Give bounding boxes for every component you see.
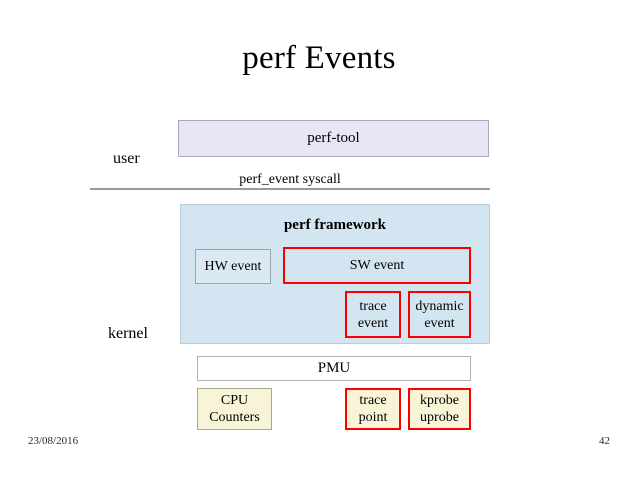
sw-event-box[interactable]: SW event — [283, 247, 471, 284]
page-title: perf Events — [242, 40, 396, 76]
kprobe-uprobe-box[interactable]: kprobe uprobe — [408, 388, 471, 430]
footer-date: 23/08/2016 — [28, 435, 79, 447]
trace-point-label-line1: trace — [359, 393, 387, 408]
user-kernel-divider — [90, 188, 490, 190]
syscall-label: perf_event syscall — [239, 172, 341, 187]
cpu-counters-box[interactable]: CPU Counters — [197, 388, 272, 430]
dynamic-event-label-line1: dynamic — [415, 298, 464, 314]
user-layer-label: user — [113, 150, 140, 167]
trace-event-label-line1: trace — [359, 298, 387, 314]
trace-point-label-line2: point — [358, 410, 388, 425]
pmu-label: PMU — [317, 360, 351, 376]
cpu-counters-label-line1: CPU — [220, 393, 249, 408]
kernel-layer-label: kernel — [108, 325, 148, 342]
trace-event-label-line2: event — [357, 315, 389, 331]
perf-framework-title: perf framework — [283, 217, 387, 233]
kprobe-uprobe-label-line1: kprobe — [420, 393, 459, 408]
hw-event-label: HW event — [204, 259, 262, 274]
kprobe-uprobe-label-line2: uprobe — [420, 410, 459, 425]
cpu-counters-label-line2: Counters — [209, 410, 260, 425]
perf-tool-box[interactable]: perf-tool — [178, 120, 489, 157]
footer-page-number: 42 — [599, 435, 610, 447]
trace-point-box[interactable]: trace point — [345, 388, 401, 430]
perf-tool-label: perf-tool — [307, 130, 360, 146]
trace-event-box[interactable]: trace event — [345, 291, 401, 338]
pmu-box[interactable]: PMU — [197, 356, 471, 381]
dynamic-event-box[interactable]: dynamic event — [408, 291, 471, 338]
dynamic-event-label-line2: event — [424, 315, 455, 331]
sw-event-label: SW event — [349, 258, 405, 273]
hw-event-box[interactable]: HW event — [195, 249, 271, 284]
